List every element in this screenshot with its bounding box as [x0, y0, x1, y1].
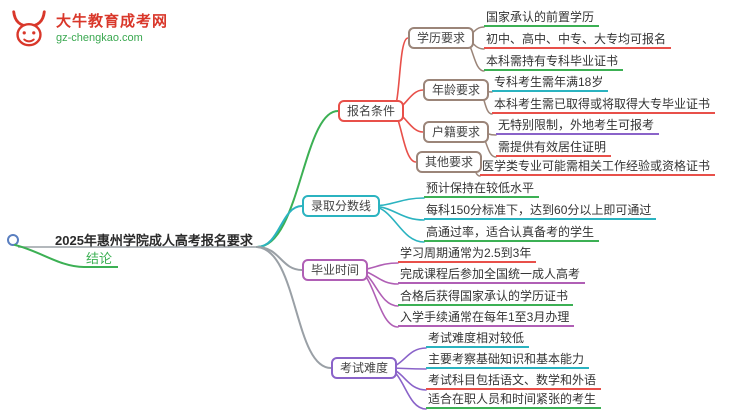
connector-line: [14, 244, 85, 268]
leaf-topic: 需提供有效居住证明: [496, 140, 612, 157]
leaf-topic: 无特别限制，外地考生可报考: [496, 118, 660, 135]
root-anchor-dot: [7, 234, 19, 246]
leaf-topic: 预计保持在较低水平: [424, 181, 540, 198]
conclusion-node: 结论: [84, 251, 119, 268]
branch-admission-score-line: 录取分数线: [302, 195, 381, 217]
leaf-topic: 适合在职人员和时间紧张的考生: [426, 392, 602, 409]
logo-text: 大牛教育成考网 gz-chengkao.com: [56, 13, 168, 46]
leaf-topic: 学习周期通常为2.5到3年: [398, 246, 537, 263]
connector-line: [256, 205, 303, 248]
leaf-topic: 初中、高中、中专、大专均可报名: [484, 32, 672, 49]
leaf-topic: 本科需持有专科毕业证书: [484, 54, 624, 71]
leaf-topic: 高通过率，适合认真备考的学生: [424, 225, 600, 242]
bull-logo-icon: [12, 10, 46, 47]
leaf-topic: 合格后获得国家承认的学历证书: [398, 289, 574, 306]
site-name: 大牛教育成考网: [56, 12, 169, 30]
subnode-residency-requirement: 户籍要求: [423, 121, 490, 143]
site-domain: gz-chengkao.com: [56, 31, 143, 44]
leaf-topic: 入学手续通常在每年1至3月办理: [398, 310, 575, 327]
leaf-topic: 本科考生需已取得或将取得大专毕业证书: [492, 97, 716, 114]
leaf-topic: 主要考察基础知识和基本能力: [426, 352, 590, 369]
leaf-topic: 考试科目包括语文、数学和外语: [426, 373, 602, 390]
subnode-education-requirement: 学历要求: [408, 27, 475, 49]
leaf-topic: 完成课程后参加全国统一成人高考: [398, 267, 586, 284]
site-logo[interactable]: 大牛教育成考网 gz-chengkao.com: [8, 8, 168, 50]
connector-line: [256, 246, 332, 369]
mindmap-root-title: 2025年惠州学院成人高考报名要求: [55, 233, 253, 248]
leaf-topic: 国家承认的前置学历: [484, 10, 600, 27]
connector-line: [256, 110, 339, 248]
subnode-age-requirement: 年龄要求: [423, 79, 490, 101]
leaf-topic: 专科考生需年满18岁: [492, 75, 609, 92]
leaf-topic: 考试难度相对较低: [426, 331, 530, 348]
subnode-other-requirement: 其他要求: [416, 151, 483, 173]
leaf-topic: 医学类专业可能需相关工作经验或资格证书: [480, 159, 716, 176]
branch-enrollment-conditions: 报名条件: [338, 100, 405, 122]
branch-exam-difficulty: 考试难度: [331, 357, 398, 379]
leaf-topic: 每科150分标准下，达到60分以上即可通过: [424, 203, 657, 220]
branch-graduation-time: 毕业时间: [302, 259, 369, 281]
